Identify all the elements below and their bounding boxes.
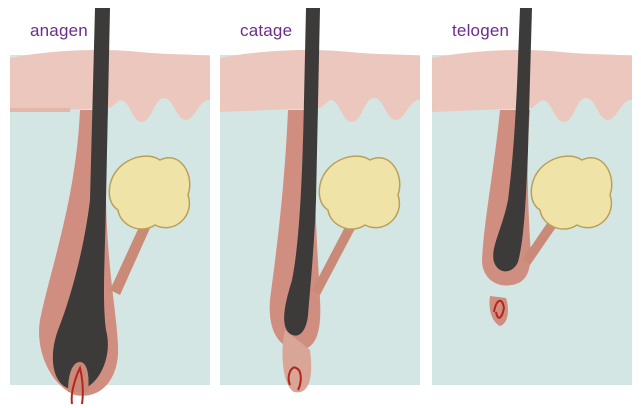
panel-anagen: anagen — [10, 0, 210, 408]
sebaceous-gland — [319, 156, 399, 229]
anagen-illustration — [10, 0, 210, 408]
stage-label-catagen: catage — [240, 21, 292, 41]
telogen-illustration — [432, 0, 632, 408]
catagen-illustration — [220, 0, 420, 408]
panel-catagen: catage — [220, 0, 420, 408]
panel-telogen: telogen — [432, 0, 632, 408]
sebaceous-gland — [109, 156, 189, 229]
stage-label-telogen: telogen — [452, 21, 509, 41]
sebaceous-gland — [531, 156, 611, 229]
stage-label-anagen: anagen — [30, 21, 88, 41]
